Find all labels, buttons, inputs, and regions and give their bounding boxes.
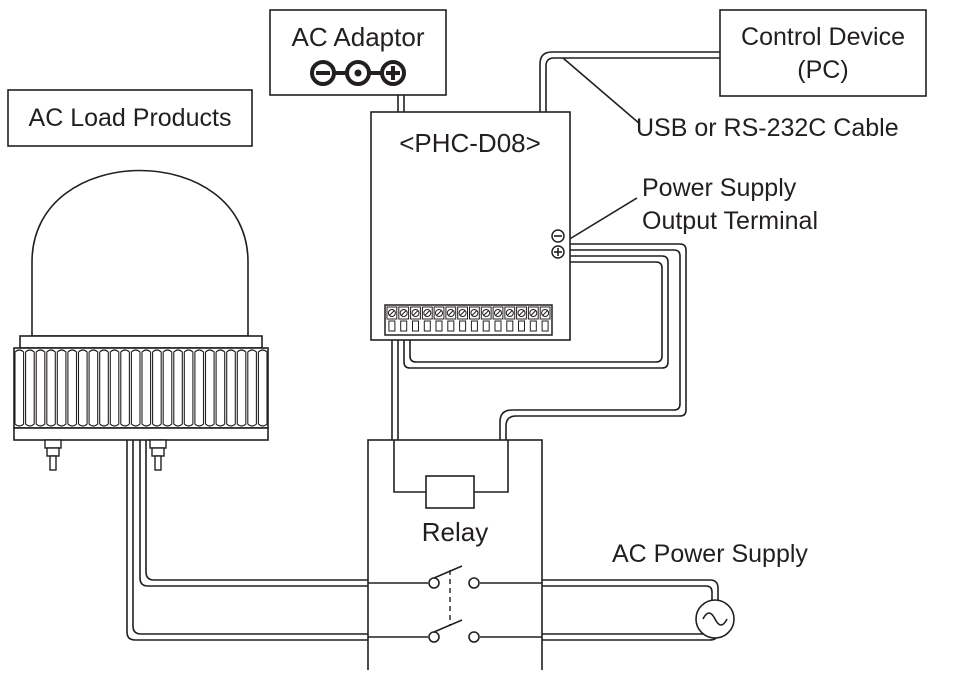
- control-device-label-line1: Control Device: [741, 23, 905, 51]
- lamp-rib: [257, 349, 268, 427]
- terminal-screw: [469, 306, 480, 332]
- lamp-rib: [35, 349, 46, 427]
- lamp-wire-top-outer: [139, 440, 368, 587]
- lamp-rib: [14, 349, 25, 427]
- usb-cable-label: USB or RS-232C Cable: [636, 114, 899, 142]
- lamp-rib: [152, 349, 162, 427]
- ac-source-icon: [695, 599, 735, 639]
- lamp-rib: [109, 349, 120, 427]
- ac-adaptor-label: AC Adaptor: [292, 22, 425, 52]
- control-device: Control Device (PC): [719, 9, 927, 97]
- terminal-screw: [433, 306, 445, 332]
- lamp-bottom-rim: [13, 427, 269, 441]
- usb-leader-line: [562, 57, 641, 125]
- control-device-box: [719, 9, 927, 97]
- relay-feed-wire-inner: [499, 249, 681, 440]
- terminal-screw: [457, 306, 469, 332]
- lamp-wire-bottom-outer: [126, 440, 368, 641]
- relay: Relay: [367, 439, 543, 673]
- lamp-rib: [215, 349, 226, 427]
- power-supply-label-line2: Output Terminal: [642, 207, 818, 235]
- relay-control-wire: [391, 336, 399, 440]
- controller-box: [370, 111, 571, 341]
- power-supply-label-line1: Power Supply: [642, 174, 797, 202]
- terminal-screw: [504, 306, 516, 332]
- terminal-screw: [527, 306, 539, 332]
- lamp-rib: [173, 349, 183, 427]
- ac-load-products: AC Load Products: [7, 89, 253, 147]
- lamp-rib: [99, 349, 109, 427]
- terminal-screw: [480, 306, 492, 332]
- controller-label: <PHC-D08>: [399, 128, 541, 158]
- ac-wire-bottom-outer: [542, 626, 719, 641]
- lamp-rib: [120, 349, 130, 427]
- terminal-screw: [410, 306, 421, 332]
- lamp-rib: [247, 349, 257, 427]
- lamp-rib: [141, 349, 152, 427]
- lamp-rib: [236, 349, 247, 427]
- usb-cable-inner: [545, 57, 720, 112]
- lamp-rib: [77, 349, 88, 427]
- terminal-screw: [445, 306, 457, 332]
- terminal-screw: [421, 306, 433, 332]
- signal-tower-lamp-icon: [13, 169, 269, 471]
- adaptor-cable: [397, 95, 405, 112]
- lamp-rib: [226, 349, 236, 427]
- usb-cable-outer: [539, 51, 720, 112]
- lamp-rib: [67, 349, 78, 427]
- terminal-screw: [539, 306, 551, 332]
- terminal-screw: [492, 306, 504, 332]
- minus-terminal-icon: [551, 229, 565, 243]
- lamp-dome: [31, 169, 249, 337]
- ac-wire-top-outer: [542, 579, 719, 612]
- control-device-label-line2: (PC): [797, 56, 848, 84]
- terminal-loop-inner: [409, 261, 663, 363]
- lamp-wire-top-inner: [145, 440, 368, 581]
- lamp-rib: [130, 349, 141, 427]
- dc-polarity-icon: [310, 60, 406, 86]
- lamp-rib: [88, 349, 99, 427]
- lamp-rib: [204, 349, 215, 427]
- ac-load-products-box: [7, 89, 253, 147]
- lamp-rib: [194, 349, 205, 427]
- ac-load-products-label: AC Load Products: [29, 104, 232, 132]
- lamp-terminal-right: [149, 439, 167, 471]
- wiring: [126, 51, 720, 641]
- lamp-rib: [162, 349, 173, 427]
- lamp-rib: [183, 349, 194, 427]
- terminal-screw: [516, 306, 527, 332]
- plus-terminal-icon: [551, 245, 565, 259]
- ac-adaptor-box: [269, 9, 447, 96]
- lamp-rib: [25, 349, 35, 427]
- relay-switch-contacts: [368, 565, 542, 643]
- lamp-base-ribs: [13, 347, 269, 429]
- ac-wire-top-inner: [542, 585, 713, 612]
- ac-wire-bottom-inner: [542, 626, 713, 635]
- lamp-rib: [56, 349, 67, 427]
- terminal-screw: [386, 306, 398, 332]
- lamp-wire-bottom-inner: [132, 440, 368, 635]
- relay-coil-wire: [393, 440, 509, 493]
- relay-feed-wire-outer: [505, 243, 687, 440]
- power-supply-leader-line: [567, 197, 638, 241]
- terminal-loop-outer: [403, 255, 669, 369]
- relay-label: Relay: [422, 517, 488, 547]
- lamp-terminal-left: [44, 439, 62, 471]
- relay-coil: [425, 475, 475, 509]
- lamp-rib: [46, 349, 56, 427]
- ac-power-supply-label: AC Power Supply: [612, 540, 808, 568]
- terminal-screw: [398, 306, 410, 332]
- ac-adaptor: AC Adaptor: [269, 9, 447, 96]
- phc-d08-controller: <PHC-D08>: [370, 111, 571, 341]
- lamp-collar: [19, 335, 263, 349]
- terminal-block: [384, 304, 553, 336]
